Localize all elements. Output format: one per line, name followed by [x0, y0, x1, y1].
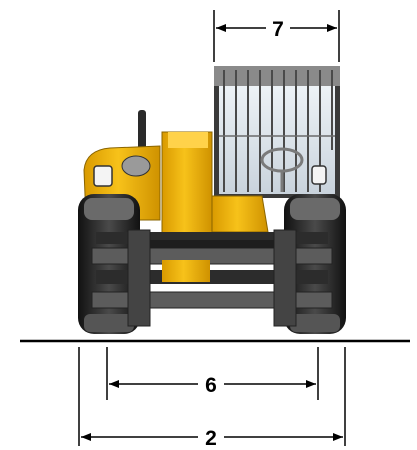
fork-carriage: [91, 229, 333, 327]
right-tire-tread-bottom: [290, 314, 340, 332]
carriage-left-upright: [127, 229, 151, 327]
track-width-arrowhead-left: [109, 380, 119, 388]
cab-top-rail: [214, 66, 340, 86]
left-tire-tread-bottom: [84, 314, 134, 332]
right-body-panel: [211, 195, 269, 233]
cab: [214, 66, 340, 198]
cab-width-arrowhead-left: [216, 24, 226, 32]
track-width-dimension: 6: [106, 347, 319, 400]
left-headlight: [93, 165, 113, 187]
exhaust-pipe: [138, 110, 146, 156]
carriage-right-upright: [273, 229, 297, 327]
track-width-arrowhead-right: [306, 380, 316, 388]
right-tire-tread-top: [290, 198, 340, 220]
carriage-middle-bar: [96, 270, 328, 284]
cab-guard-bars: [223, 70, 333, 192]
overall-width-label: 2: [205, 427, 217, 450]
left-tire-tread-top: [84, 198, 134, 220]
overall-width-dimension: 2: [78, 347, 346, 450]
boom-column: [161, 131, 213, 245]
boom-top: [168, 132, 208, 148]
mirror-housing: [121, 155, 151, 177]
axle-yellow: [162, 260, 210, 282]
track-width-label: 6: [205, 374, 217, 397]
cab-width-arrowhead-right: [327, 24, 337, 32]
carriage-center-bar: [150, 240, 274, 248]
cab-width-label: 7: [272, 18, 284, 41]
cab-right-headlight: [311, 165, 327, 185]
carriage-lower-bar: [91, 291, 333, 309]
cab-width-dimension: 7: [213, 10, 340, 62]
overall-width-arrowhead-left: [81, 433, 91, 441]
overall-width-arrowhead-right: [333, 433, 343, 441]
